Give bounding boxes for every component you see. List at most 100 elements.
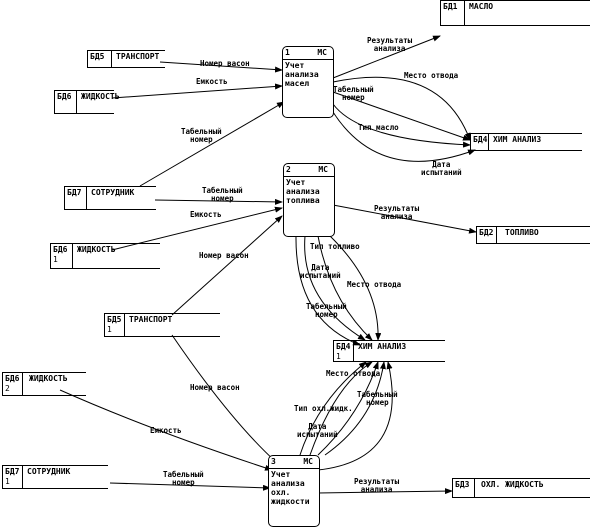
flow-label: Табельный номер bbox=[333, 85, 374, 102]
store-code: БД3 bbox=[453, 479, 475, 497]
flow-label: Дата испытаний bbox=[421, 160, 462, 177]
store-staff-1[interactable]: БД7 СОТРУДНИК bbox=[64, 186, 156, 210]
store-oil[interactable]: БД1 МАСЛО bbox=[440, 0, 590, 26]
flow-label: Номер васон bbox=[200, 59, 250, 68]
flow-liquid1-p1 bbox=[111, 83, 283, 99]
store-code: БД6 2 bbox=[3, 373, 23, 395]
process-header: 2 МС bbox=[284, 164, 334, 177]
store-code-text: БД6 bbox=[53, 245, 68, 254]
store-name: СОТРУДНИК bbox=[91, 188, 135, 197]
process-number: 3 bbox=[271, 457, 276, 466]
store-code: БД7 bbox=[65, 187, 87, 209]
store-liquid-3[interactable]: БД6 2 ЖИДКОСТЬ bbox=[2, 372, 86, 396]
store-transport-1[interactable]: БД5 ТРАНСПОРТ bbox=[87, 50, 165, 68]
flow-label: Место отвода bbox=[347, 280, 402, 289]
store-sub: 2 bbox=[5, 384, 10, 393]
store-name: ЖИДКОСТЬ bbox=[29, 374, 68, 383]
flow-staff2-p3 bbox=[109, 482, 271, 491]
store-name: ТРАНСПОРТ bbox=[116, 52, 160, 61]
store-liquid-1[interactable]: БД6 ЖИДКОСТЬ bbox=[54, 90, 120, 114]
flow-p1-chem1-place bbox=[332, 76, 471, 141]
flow-p1-chem1-date bbox=[332, 111, 476, 162]
store-name: ЖИДКОСТЬ bbox=[81, 92, 120, 101]
store-staff-2[interactable]: БД7 1 СОТРУДНИК bbox=[2, 465, 108, 489]
flow-p2-chem2-type bbox=[317, 235, 373, 341]
flow-label: Дата испытаний bbox=[300, 263, 341, 280]
store-name: ЖИДКОСТЬ bbox=[77, 245, 116, 254]
store-code: БД7 1 bbox=[3, 466, 23, 488]
flow-label: Тип охл.жидк. bbox=[294, 404, 353, 413]
flow-p3-chem2-tab bbox=[317, 361, 379, 456]
flow-label: Дата испытаний bbox=[297, 422, 338, 439]
store-transport-2[interactable]: БД5 1 ТРАНСПОРТ bbox=[104, 313, 220, 337]
store-sub: 1 bbox=[53, 255, 58, 264]
process-header: 1 МС bbox=[283, 47, 333, 60]
process-number: 2 bbox=[286, 165, 291, 174]
store-code-text: БД7 bbox=[5, 467, 20, 476]
flow-staff1-p1 bbox=[139, 101, 285, 187]
store-chem-2[interactable]: БД4 1 ХИМ АНАЛИЗ bbox=[333, 340, 445, 362]
store-liquid-2[interactable]: БД6 1 ЖИДКОСТЬ bbox=[50, 243, 160, 269]
flow-p3-chem2-curve bbox=[317, 361, 393, 471]
flow-label: Результаты анализа bbox=[367, 36, 413, 53]
store-sub: 1 bbox=[107, 325, 112, 334]
store-code: БД4 1 bbox=[334, 341, 354, 361]
flow-p2-chem2-date bbox=[304, 235, 366, 341]
flow-p1-chem1-type bbox=[332, 103, 471, 148]
store-code-text: БД4 bbox=[336, 342, 351, 351]
store-code: БД5 bbox=[88, 51, 112, 67]
process-title: Учет анализа топлива bbox=[286, 178, 320, 205]
store-fuel[interactable]: БД2 ТОПЛИВО bbox=[476, 226, 590, 244]
flow-transport1-p1 bbox=[159, 61, 283, 73]
flow-label: Табельный номер bbox=[202, 186, 243, 203]
flow-p3-chem2-date bbox=[324, 361, 386, 456]
process-mc: МС bbox=[317, 48, 327, 57]
store-code: БД4 bbox=[471, 134, 489, 150]
flow-label: Номер васон bbox=[190, 383, 240, 392]
flow-label: Результаты анализа bbox=[374, 204, 420, 221]
flow-staff1-p2 bbox=[154, 198, 283, 205]
flow-p2-chem2-tab bbox=[295, 235, 361, 346]
store-name: ХИМ АНАЛИЗ bbox=[358, 342, 407, 351]
flow-p3-chem2-type bbox=[299, 361, 367, 456]
flow-label: Номер васон bbox=[199, 251, 249, 260]
flow-p2-fuel bbox=[332, 204, 477, 234]
flow-label: Тип масло bbox=[358, 123, 399, 132]
process-number: 1 bbox=[285, 48, 290, 57]
flow-label: Табельный номер bbox=[181, 127, 222, 144]
process-title: Учет анализа охл. жидкости bbox=[271, 470, 310, 506]
flow-p1-results-oil bbox=[332, 35, 441, 79]
store-name: ОХЛ. ЖИДКОСТЬ bbox=[481, 480, 544, 489]
store-code: БД2 bbox=[477, 227, 497, 243]
flow-label: Место отвода bbox=[326, 369, 381, 378]
flow-label: Емкость bbox=[150, 426, 182, 435]
flow-label: Емкость bbox=[196, 77, 228, 86]
flow-p3-results-cool bbox=[317, 488, 453, 495]
store-chem-1[interactable]: БД4 ХИМ АНАЛИЗ bbox=[470, 133, 582, 151]
flow-label: Тип топливо bbox=[310, 242, 360, 251]
store-code: БД5 1 bbox=[105, 314, 125, 336]
flow-label: Емкость bbox=[190, 210, 222, 219]
store-name: ХИМ АНАЛИЗ bbox=[493, 135, 542, 144]
process-header: 3 МС bbox=[269, 456, 319, 469]
store-code: БД6 bbox=[55, 91, 77, 113]
flow-transport2-p2 bbox=[171, 215, 283, 316]
process-title: Учет анализа масел bbox=[285, 61, 319, 88]
store-sub: 1 bbox=[336, 352, 341, 361]
store-code-text: БД6 bbox=[5, 374, 20, 383]
process-2[interactable]: 2 МС Учет анализа топлива bbox=[283, 163, 335, 237]
flow-label: Место отвода bbox=[404, 71, 459, 80]
store-name: ТОПЛИВО bbox=[505, 228, 539, 237]
flow-liquid3-p3 bbox=[59, 389, 273, 471]
store-sub: 1 bbox=[5, 477, 10, 486]
store-name: ТРАНСПОРТ bbox=[129, 315, 173, 324]
flow-transport2-p3 bbox=[171, 334, 277, 463]
store-name: СОТРУДНИК bbox=[27, 467, 71, 476]
process-1[interactable]: 1 МС Учет анализа масел bbox=[282, 46, 334, 118]
process-3[interactable]: 3 МС Учет анализа охл. жидкости bbox=[268, 455, 320, 527]
store-code: БД6 1 bbox=[51, 244, 73, 268]
store-cooling-liquid[interactable]: БД3 ОХЛ. ЖИДКОСТЬ bbox=[452, 478, 590, 498]
process-mc: МС bbox=[318, 165, 328, 174]
